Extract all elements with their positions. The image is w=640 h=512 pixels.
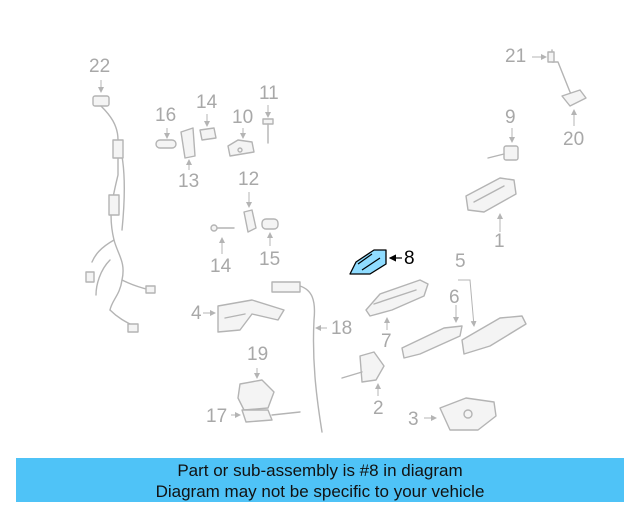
part-3-latch xyxy=(424,397,497,431)
part-19-actuator xyxy=(237,368,275,411)
part-14-clip-top xyxy=(199,114,217,141)
part-20-mount xyxy=(561,89,587,126)
part-2-lock-actuator xyxy=(341,351,385,396)
callout-21: 21 xyxy=(505,46,527,67)
part-6-handle-cover xyxy=(401,305,463,359)
callout-12: 12 xyxy=(238,169,260,190)
part-5-outer-handle xyxy=(458,279,527,355)
part-17-linkage xyxy=(231,409,301,423)
banner-line-2: Diagram may not be specific to your vehi… xyxy=(155,482,485,501)
info-banner: Part or sub-assembly is #8 in diagram Di… xyxy=(16,458,624,502)
part-7-bezel xyxy=(365,279,429,330)
callout-4: 4 xyxy=(191,303,202,324)
callout-10: 10 xyxy=(232,107,254,128)
callout-16: 16 xyxy=(155,105,177,126)
callout-8: 8 xyxy=(404,248,415,269)
callout-20: 20 xyxy=(563,129,585,150)
callout-17: 17 xyxy=(206,406,228,427)
callout-18: 18 xyxy=(331,318,353,339)
callout-14-top: 14 xyxy=(196,92,218,113)
banner-line-1: Part or sub-assembly is #8 in diagram xyxy=(177,461,463,480)
part-13-bracket xyxy=(180,127,196,170)
parts-diagram xyxy=(85,49,587,433)
callout-6: 6 xyxy=(449,287,460,308)
callout-14-lower: 14 xyxy=(210,256,232,277)
callout-13: 13 xyxy=(178,171,200,192)
part-16-pin xyxy=(155,128,177,149)
part-22-wiring-harness xyxy=(85,80,156,333)
callout-9: 9 xyxy=(505,107,516,128)
part-12-spring xyxy=(243,192,257,233)
callout-2: 2 xyxy=(373,398,384,419)
part-21-bracket xyxy=(532,49,575,99)
part-15-cap xyxy=(261,218,279,246)
part-14-screw-lower xyxy=(210,224,235,254)
callout-11: 11 xyxy=(259,83,279,104)
callout-5: 5 xyxy=(455,251,466,272)
callout-19: 19 xyxy=(247,344,269,365)
callout-7: 7 xyxy=(381,331,392,352)
part-1-lamp-housing xyxy=(465,177,517,232)
callout-3: 3 xyxy=(408,409,419,430)
callout-22: 22 xyxy=(89,56,111,77)
part-8-highlighted xyxy=(349,249,402,275)
part-11-bolt xyxy=(262,105,274,144)
part-9-switch xyxy=(487,128,519,161)
callout-15: 15 xyxy=(259,249,281,270)
callout-1: 1 xyxy=(494,231,505,252)
part-10-hinge xyxy=(227,128,255,157)
part-18-rod xyxy=(271,281,327,433)
part-4-handle xyxy=(203,299,285,333)
